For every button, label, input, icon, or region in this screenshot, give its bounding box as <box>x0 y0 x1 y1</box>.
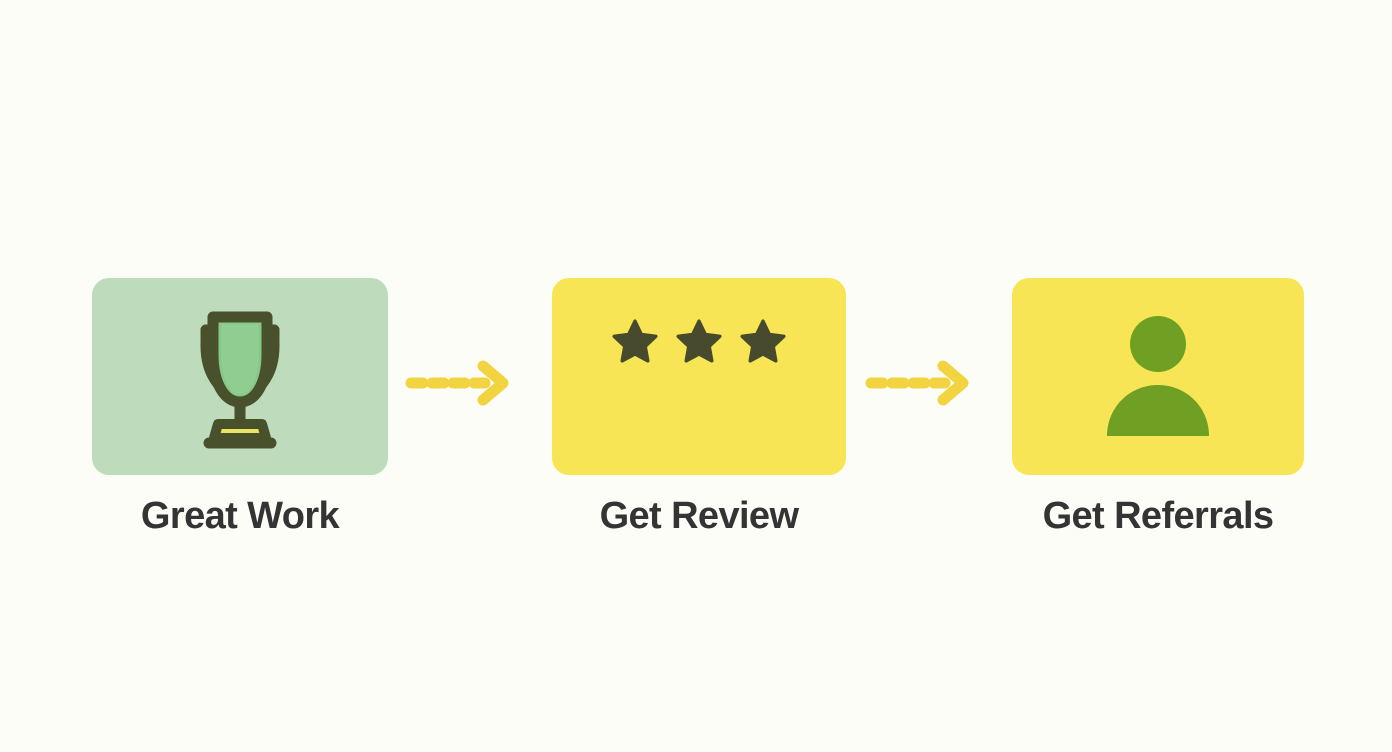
three-stars-icon <box>609 316 789 368</box>
star-icon-1 <box>612 319 658 363</box>
card-get-review[interactable] <box>552 278 846 475</box>
flow-step-get-review[interactable]: Get Review <box>552 278 846 538</box>
process-flow: Great Work <box>0 278 1392 548</box>
step-label-great-work: Great Work <box>140 495 340 537</box>
connector-arrow-2 <box>863 360 985 406</box>
connector-arrow-1 <box>403 360 525 406</box>
flow-step-get-referrals[interactable]: Get Referrals <box>1012 278 1304 538</box>
trophy-icon <box>176 304 304 450</box>
card-get-referrals[interactable] <box>1012 278 1304 475</box>
star-icon-3 <box>740 319 786 363</box>
flow-step-great-work[interactable]: Great Work <box>92 278 388 538</box>
star-icon-2 <box>676 319 722 363</box>
card-great-work[interactable] <box>92 278 388 475</box>
person-icon <box>1103 308 1213 444</box>
step-label-get-referrals: Get Referrals <box>1042 495 1274 537</box>
step-label-get-review: Get Review <box>599 495 799 537</box>
